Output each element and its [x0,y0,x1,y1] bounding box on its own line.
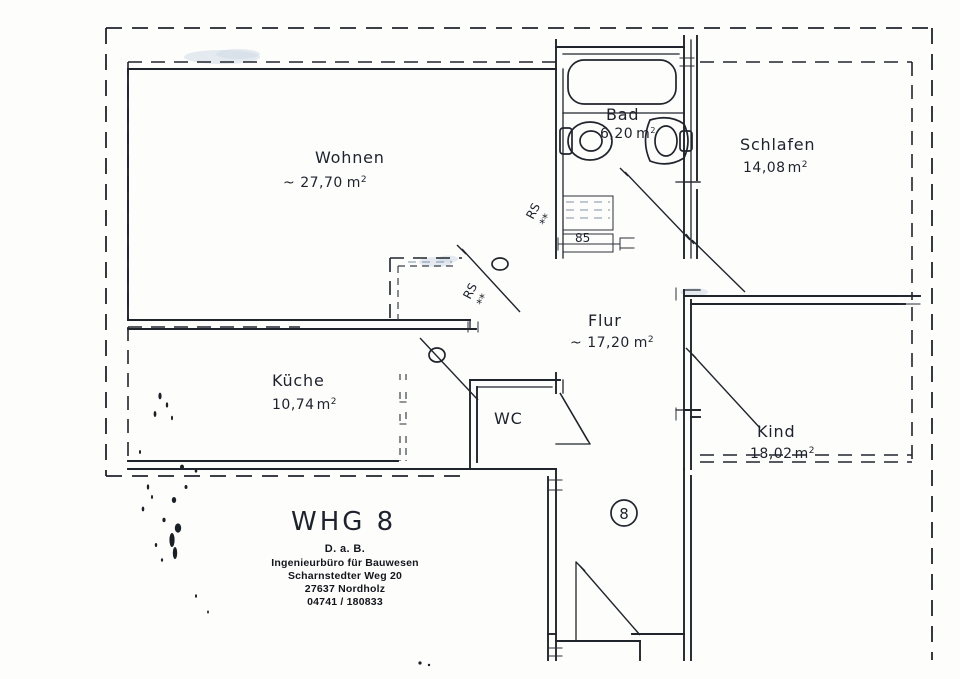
kitchen-counter-faint [389,257,462,320]
dimension-85-box [557,233,621,253]
wall-openings [467,57,921,657]
toilet-icon [559,121,613,161]
stamp-line-street: Scharnstedter Weg 20 [288,570,402,582]
stamp-line-company-short: D. a. B. [325,543,366,555]
room-name-kind: Kind [757,422,795,441]
page-title: WHG 8 [291,507,396,537]
bathtub-icon [567,59,677,105]
bath-fixtures [557,59,693,253]
rs-stars: ** [537,211,555,228]
door-swings [419,167,761,641]
shower-tray-icon [562,195,614,231]
rs-stars: ** [474,291,492,308]
room-name-flur: Flur [588,311,622,330]
room-name-schlafen: Schlafen [740,135,815,154]
unit-marker-number: 8 [619,505,629,523]
rs-annotation-door: RS ** [460,281,492,309]
room-name-kueche: Küche [272,371,325,390]
room-name-bad: Bad [606,105,639,124]
door-handle-icon [428,347,446,363]
dimension-label-85: 85 [575,231,590,245]
stamp-line-phone: 04741 / 180833 [307,596,383,608]
room-label-wc: WC [494,409,523,428]
engineer-stamp: D. a. B. Ingenieurbüro für Bauwesen Scha… [271,543,419,608]
rs-label: RS [523,201,543,222]
stamp-line-city: 27637 Nordholz [305,583,385,595]
washbasin-icon [644,116,693,165]
scan-artifacts [139,49,708,667]
stamp-line-company: Ingenieurbüro für Bauwesen [271,557,419,569]
outer-boundary-dashed [105,27,933,660]
room-name-wohnen: Wohnen [315,148,385,167]
door-handle-icon [491,257,509,271]
room-name-wc: WC [494,409,523,428]
rs-annotation-bath: RS ** [523,201,555,229]
rs-label: RS [460,281,480,302]
unit-marker-circle: 8 [610,499,638,527]
